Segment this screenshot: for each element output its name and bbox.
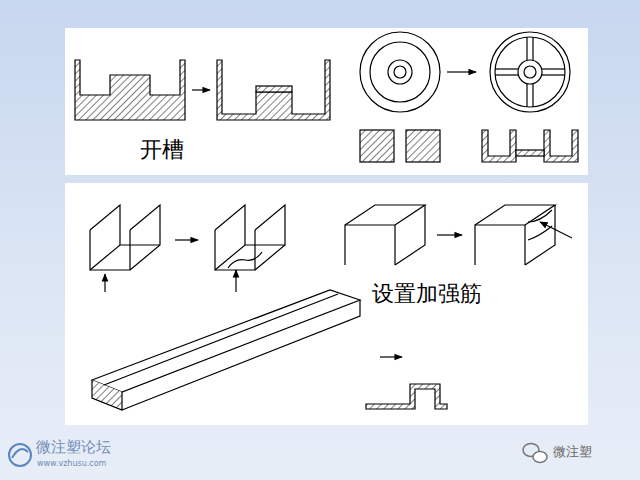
arrow [192,89,210,90]
forum-logo [9,444,31,466]
arrow [437,234,462,235]
ring-section [360,130,440,162]
method-label: 设置加强筋 [372,281,482,307]
ribbed-section [482,130,578,162]
wechat-icon [523,444,547,463]
boss [256,86,292,92]
solid-ring [360,32,440,112]
box-section [345,205,425,265]
watermark-url: www.vzhusu.com [37,459,106,469]
watermark: 微注塑 [553,444,592,460]
beaded-box [475,205,572,265]
channel [90,205,160,292]
panel [65,183,588,425]
method-label: 开槽 [140,137,184,163]
flange-section [366,384,447,409]
panel [65,28,588,175]
arrow [175,239,198,240]
beaded-channel [215,205,285,292]
stepped-plate [92,290,360,410]
arrow [380,356,402,357]
ribbed-ring [490,32,570,112]
thick-section [75,60,185,120]
watermark: 微注塑论坛 [36,438,111,456]
cored-section [217,60,330,120]
arrow [447,71,476,72]
